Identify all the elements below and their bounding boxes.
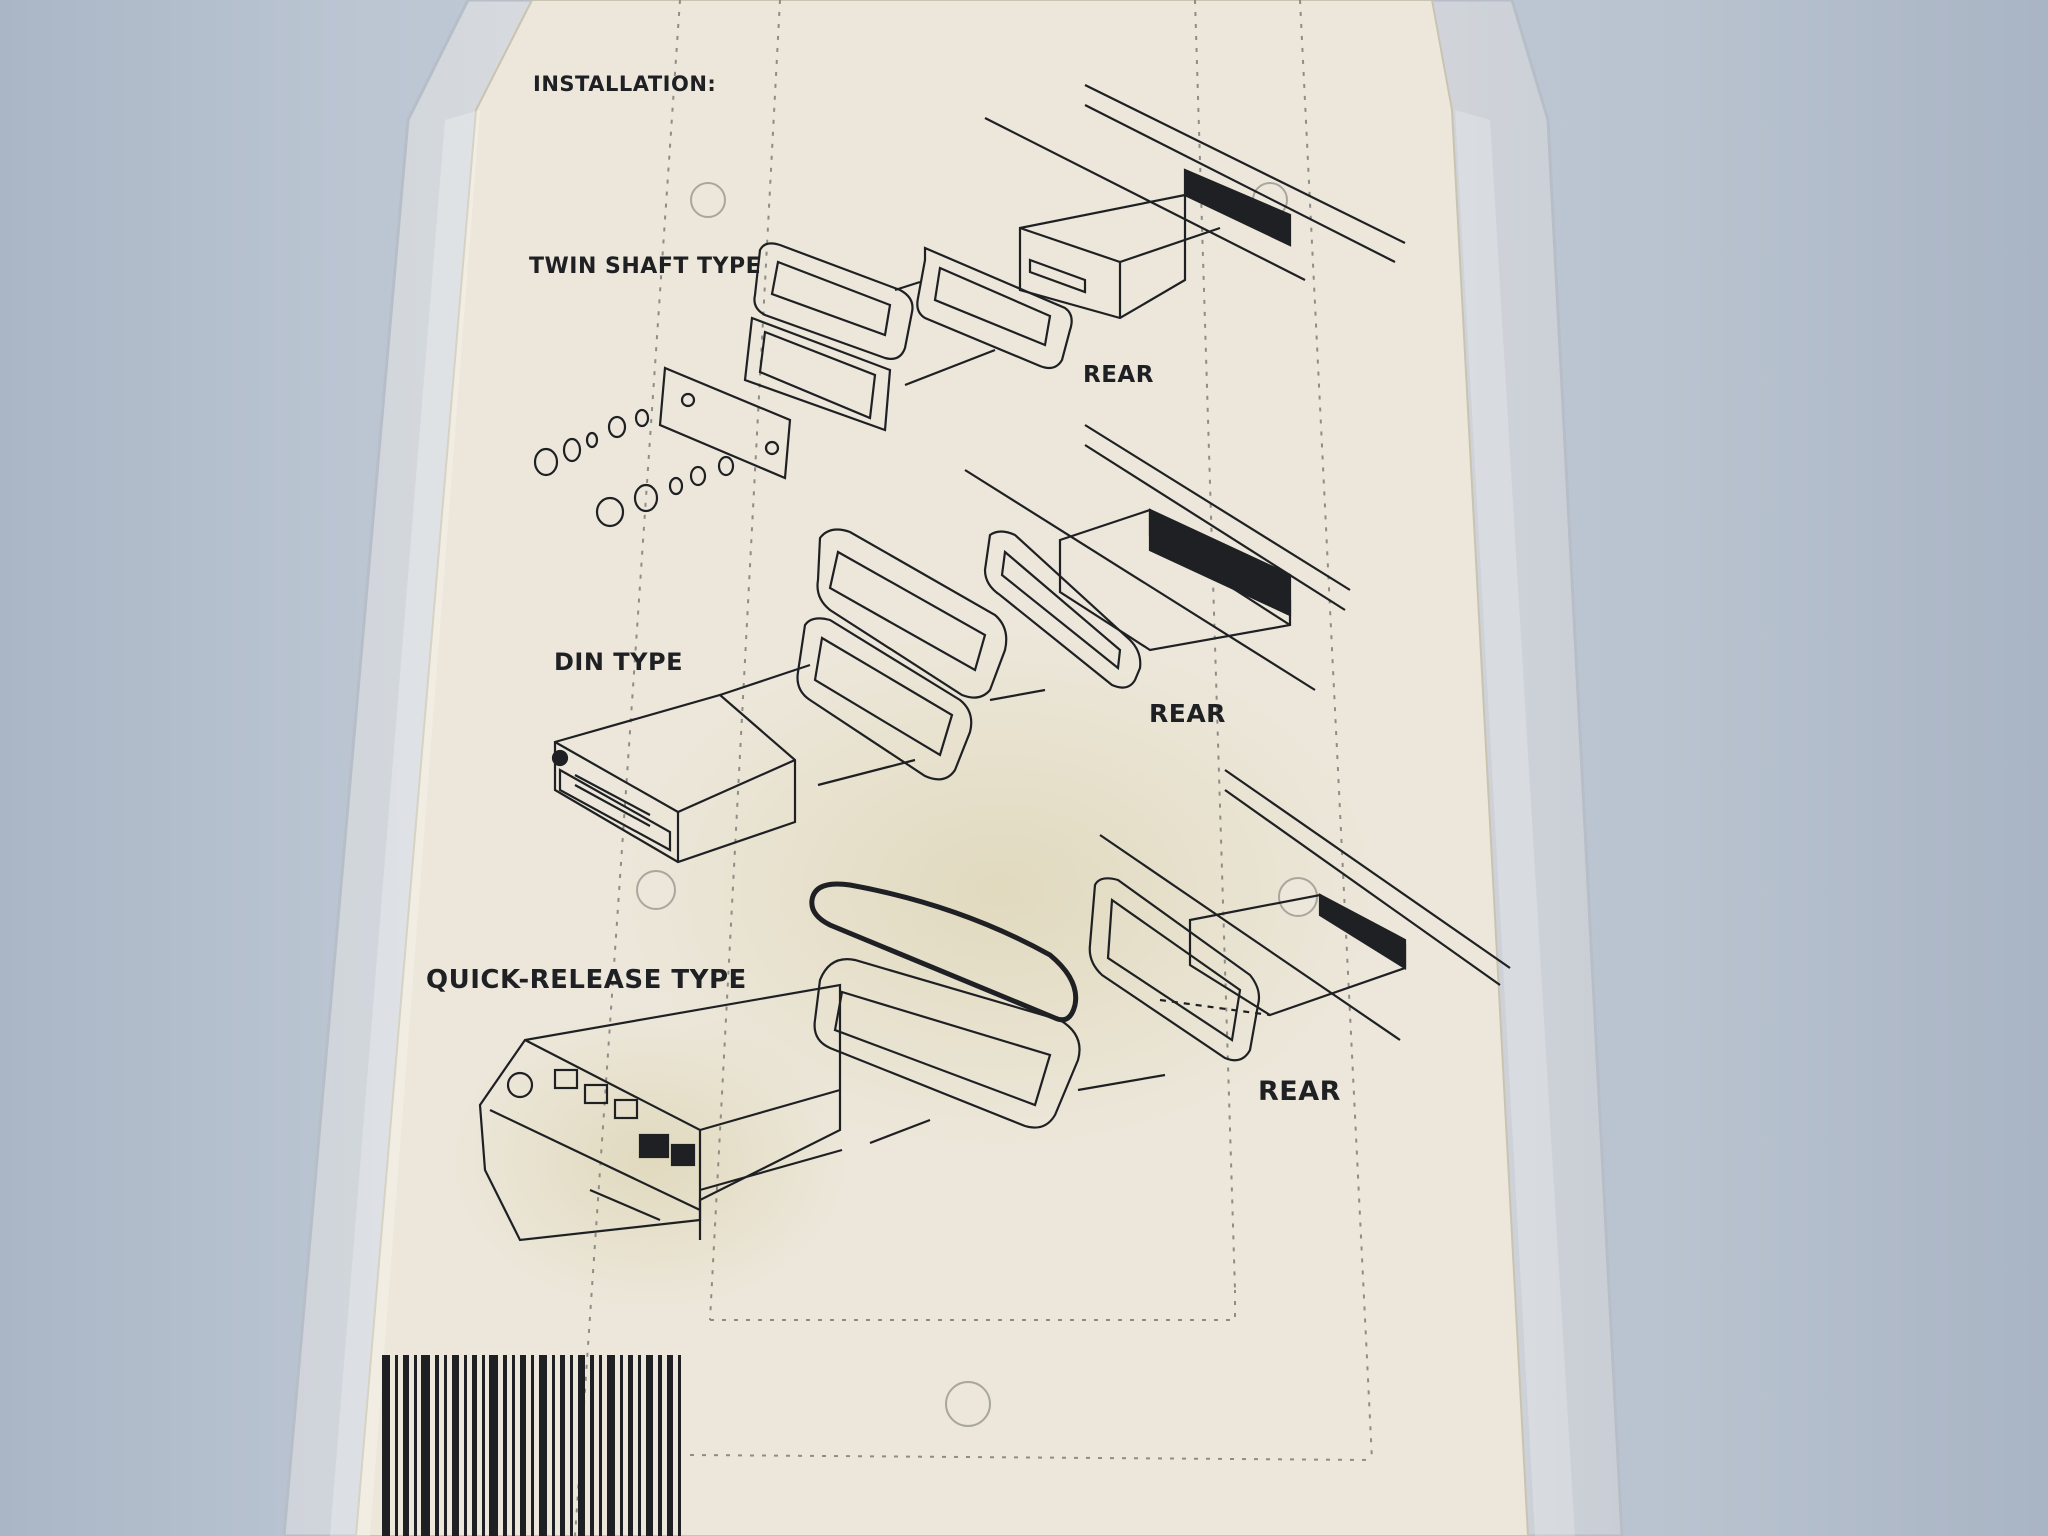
diagram-quick-release [478, 769, 1511, 1242]
rear-label-twin-shaft: REAR [1083, 362, 1154, 388]
rear-label-quick-release: REAR [1258, 1076, 1341, 1107]
paper-stain [620, 630, 1380, 1150]
diagram-twin-shaft [533, 84, 1406, 528]
sleeve-glare-left [330, 110, 480, 1536]
section-title-twin-shaft: TWIN SHAFT TYPE [529, 254, 761, 279]
barcode-icon [382, 1355, 681, 1536]
section-title-din: DIN TYPE [554, 648, 683, 676]
diagram-din [551, 424, 1351, 864]
paper-stain-2 [450, 1010, 850, 1310]
sleeve-glare-right [1455, 110, 1575, 1536]
section-title-quick-release: QUICK-RELEASE TYPE [426, 965, 747, 995]
fold-guides [574, 0, 1373, 1536]
rear-label-din: REAR [1149, 699, 1226, 728]
installation-heading: INSTALLATION: [533, 72, 716, 96]
